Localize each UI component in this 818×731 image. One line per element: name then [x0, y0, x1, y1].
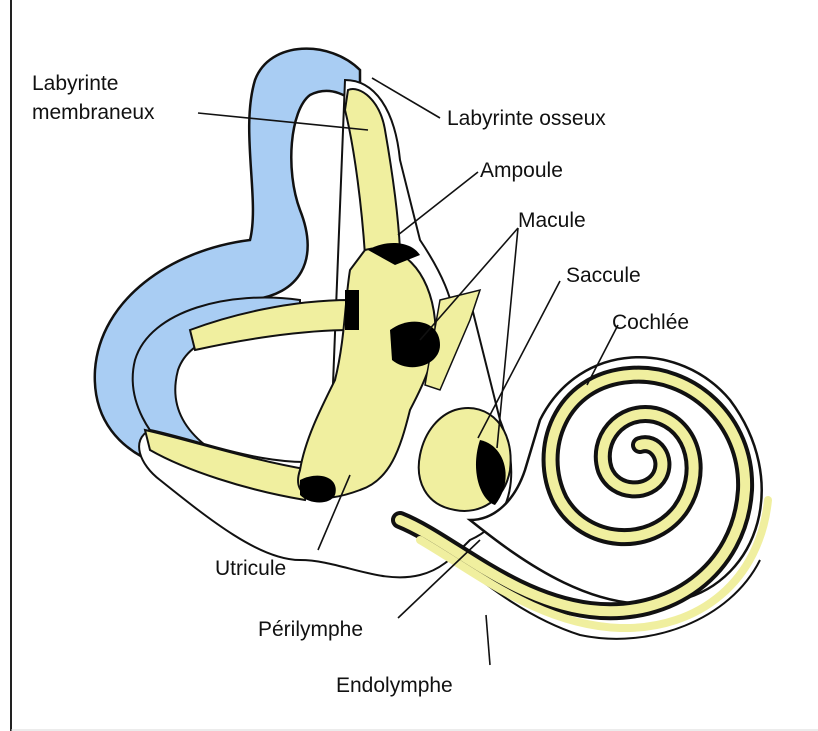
label-saccule: Saccule — [566, 264, 641, 287]
label-macule: Macule — [518, 209, 586, 232]
label-ampoule: Ampoule — [480, 159, 563, 182]
label-endolymphe: Endolymphe — [336, 674, 453, 697]
label-labyrinte-osseux: Labyrinte osseux — [447, 107, 606, 130]
label-cochlee: Cochlée — [612, 311, 689, 334]
label-utricule: Utricule — [215, 557, 286, 580]
label-perilymphe: Périlymphe — [258, 618, 363, 641]
label-labyrinte-membraneux-2: membraneux — [32, 101, 155, 124]
leader-macule-2 — [497, 228, 518, 448]
label-labyrinte-membraneux-1: Labyrinte — [32, 72, 118, 95]
leader-endolymphe — [486, 615, 490, 665]
